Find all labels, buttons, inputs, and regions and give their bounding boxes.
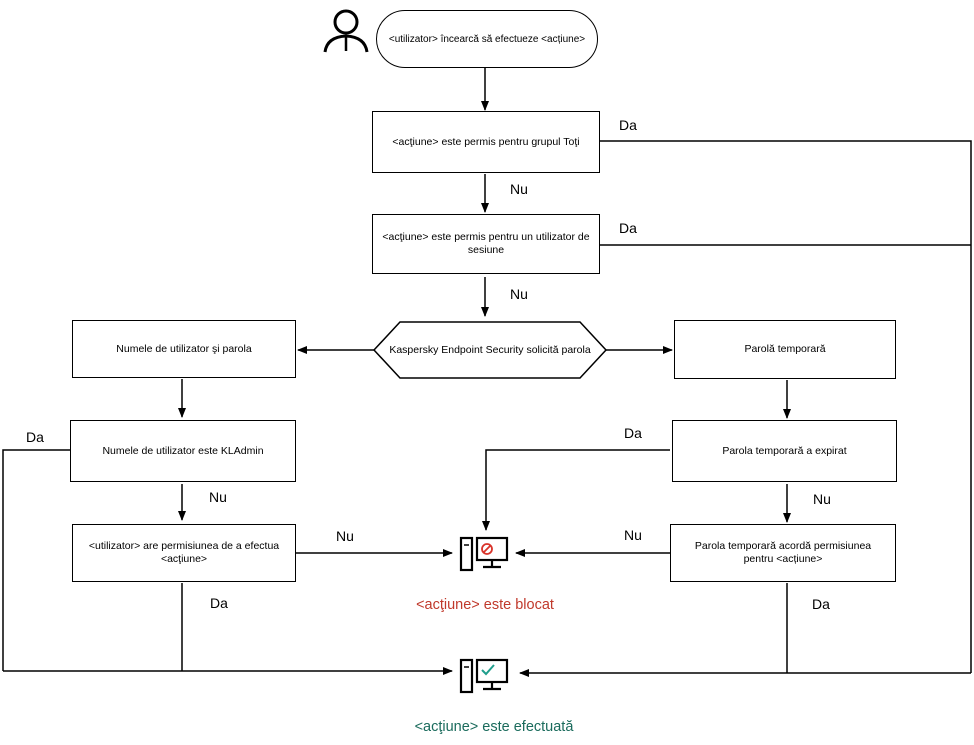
user-pass-node: Numele de utilizator şi parola (72, 320, 296, 378)
line-kladmin-da (2, 449, 70, 671)
line-all-da (600, 140, 972, 673)
label-nu-all: Nu (510, 181, 528, 197)
temp-pass-node: Parolă temporară (674, 320, 896, 379)
all-group-node: <acţiune> este permis pentru grupul Toţi (372, 111, 600, 173)
arrow-expired-to-blocked (482, 449, 670, 531)
label-nu-session: Nu (510, 286, 528, 302)
computer-allowed-icon (459, 658, 509, 694)
label-da-grants: Da (812, 596, 830, 612)
result-blocked: <acţiune> este blocat (416, 597, 554, 613)
kes-request-hexagon (372, 321, 608, 379)
computer-blocked-icon (459, 536, 509, 572)
start-node: <utilizator> încearcă să efectueze <acți… (376, 10, 598, 68)
label-nu-permission: Nu (336, 528, 354, 544)
temp-grants-node: Parola temporară acordă permisiunea pent… (670, 524, 896, 582)
user-icon (323, 9, 369, 53)
label-da-session: Da (619, 220, 637, 236)
result-performed: <acţiune> este efectuată (414, 719, 574, 735)
temp-expired-node: Parola temporară a expirat (672, 420, 897, 482)
kes-request-label: Kaspersky Endpoint Security solicită par… (389, 343, 591, 356)
kladmin-node: Numele de utilizator este KLAdmin (70, 420, 296, 482)
session-user-node: <acţiune> este permis pentru un utilizat… (372, 214, 600, 274)
label-nu-kladmin: Nu (209, 489, 227, 505)
label-da-expired: Da (624, 425, 642, 441)
label-da-permission: Da (210, 595, 228, 611)
user-permission-node: <utilizator> are permisiunea de a efectu… (72, 524, 296, 582)
label-da-kladmin: Da (26, 429, 44, 445)
label-nu-expired: Nu (813, 491, 831, 507)
label-nu-grants: Nu (624, 527, 642, 543)
label-da-all: Da (619, 117, 637, 133)
